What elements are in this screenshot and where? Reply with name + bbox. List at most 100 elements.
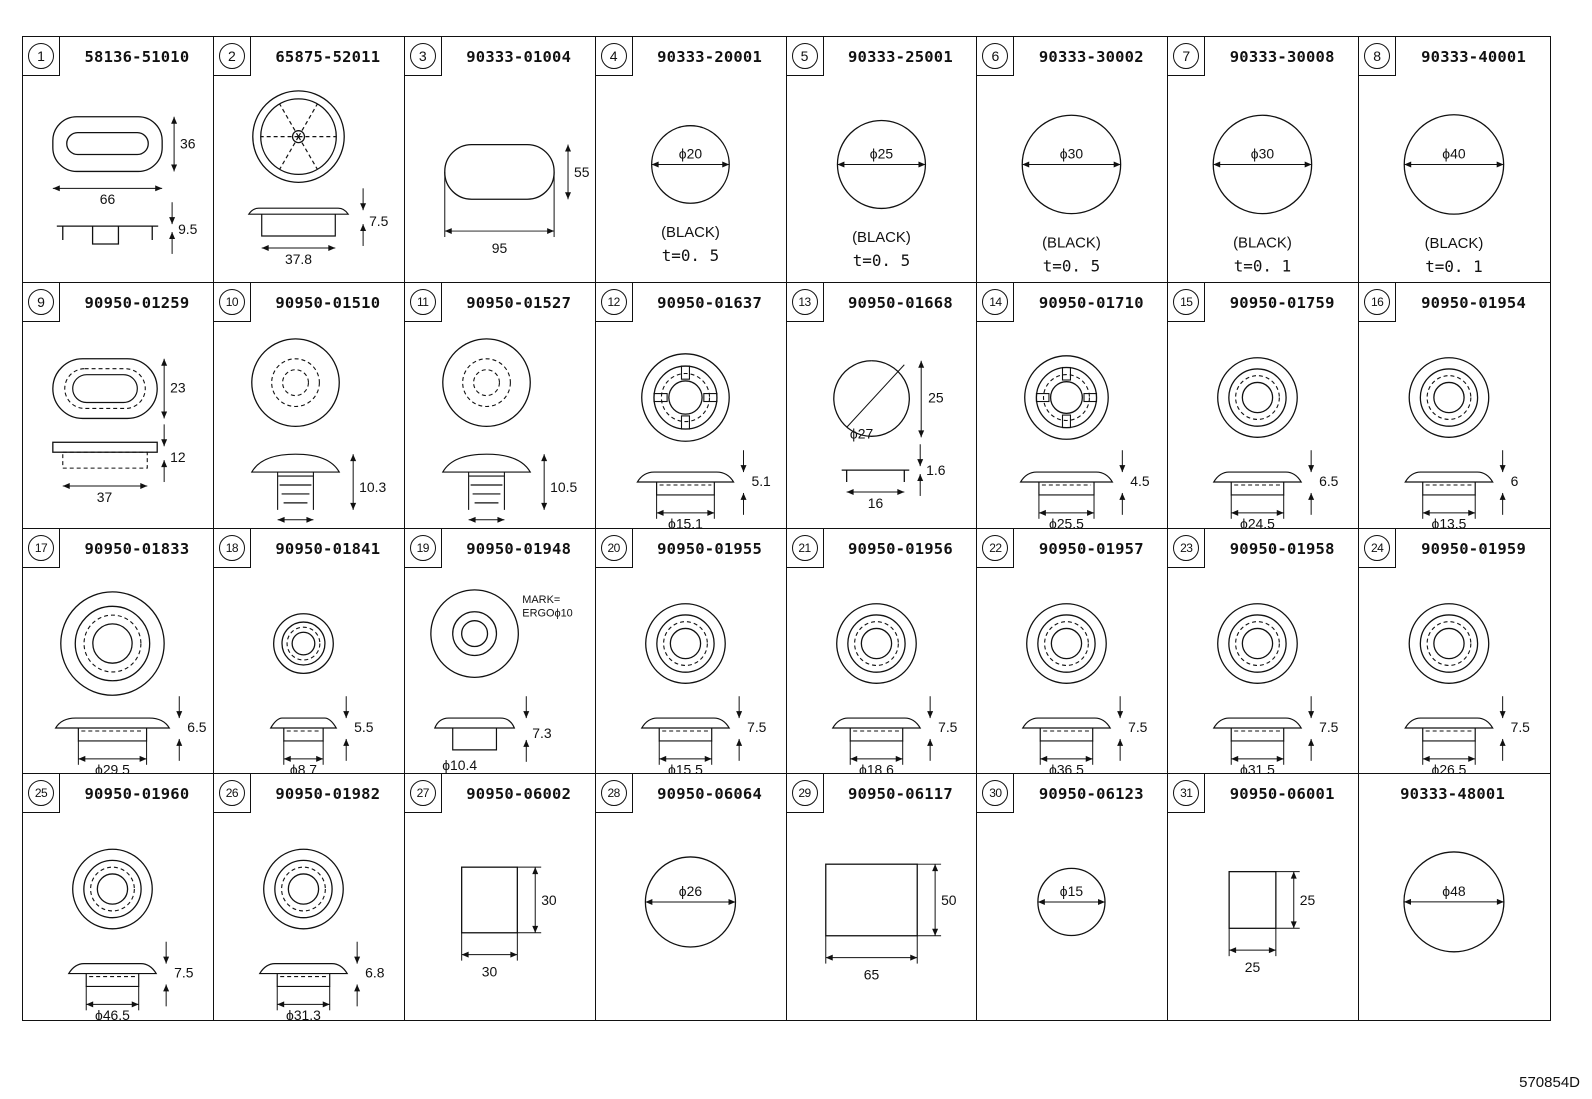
outer-ring xyxy=(252,90,345,184)
lock-tab xyxy=(653,392,668,402)
dashed-ring xyxy=(83,614,142,673)
hole xyxy=(460,619,488,647)
dashed-ring xyxy=(1426,620,1472,666)
cap-profile xyxy=(250,453,341,473)
diameter-label: ϕ25 xyxy=(869,146,893,162)
mid-ring xyxy=(274,860,333,919)
part-index-box: 15 xyxy=(1168,282,1206,322)
part-svg: ϕ8.75.5 xyxy=(269,612,374,773)
arrowhead xyxy=(176,710,183,718)
part-index: 9 xyxy=(28,288,54,315)
part-index: 5 xyxy=(791,43,818,69)
part-number: 90950-01954 xyxy=(1421,293,1526,312)
part-number: 90950-06001 xyxy=(1229,785,1335,804)
part-index-box: 24 xyxy=(1359,528,1397,568)
grommet-hole xyxy=(72,373,138,403)
part-index-box: 31 xyxy=(1168,774,1206,814)
part-index-box: 23 xyxy=(1168,528,1206,568)
lock-tab xyxy=(702,392,718,402)
part-index-box: 13 xyxy=(786,282,824,322)
part-index: 11 xyxy=(409,288,436,315)
part-number: 90950-01959 xyxy=(1421,539,1526,558)
arrowhead xyxy=(1119,492,1126,500)
part-index: 26 xyxy=(218,780,245,807)
diameter-label: ϕ36.5 xyxy=(1049,761,1084,774)
side-profile-body xyxy=(1230,727,1285,742)
width-label: 95 xyxy=(491,240,507,256)
part-index-box: 18 xyxy=(213,528,251,568)
inner-hole xyxy=(291,631,316,656)
part-index: 15 xyxy=(1173,288,1200,315)
part-number: 90950-06064 xyxy=(657,785,762,804)
width-label: 30 xyxy=(482,964,498,980)
arrowhead xyxy=(523,739,530,747)
part-number: 90333-48001 xyxy=(1400,785,1505,804)
dashed-ring xyxy=(662,620,708,666)
part-svg: ϕ24.56.5 xyxy=(1212,356,1339,528)
side-profile-flange xyxy=(831,716,921,729)
part-index: 3 xyxy=(409,43,436,69)
part-svg: ϕ910.5 xyxy=(441,338,577,528)
part-number: 90950-06002 xyxy=(466,785,572,804)
color-note: (BLACK) xyxy=(1042,235,1101,251)
dashed-ring xyxy=(1235,620,1281,666)
part-index-box: 21 xyxy=(786,528,824,568)
part-svg: ϕ26 xyxy=(644,856,736,948)
part-svg: ϕ25.54.5 xyxy=(1019,354,1150,528)
spoke xyxy=(297,136,318,170)
mark-note: MARK= xyxy=(522,593,560,605)
arrowhead xyxy=(1117,738,1124,746)
inner-hole xyxy=(92,622,133,664)
part-drawing: ϕ26 xyxy=(596,814,786,1020)
side-profile-body xyxy=(1038,481,1095,496)
height-label: 6.5 xyxy=(187,719,207,735)
part-index: 31 xyxy=(1173,780,1200,807)
part-index: 13 xyxy=(791,288,818,315)
part-index-box: 26 xyxy=(213,774,251,814)
part-index: 27 xyxy=(409,780,436,807)
part-svg: ϕ25(BLACK)t=0. 5 xyxy=(836,119,926,270)
arrowhead xyxy=(354,984,361,992)
spoke xyxy=(297,103,318,137)
lock-tab xyxy=(680,415,690,430)
outer-ring xyxy=(1408,356,1490,438)
side-profile-body xyxy=(655,481,715,496)
part-drawing: ϕ30(BLACK)t=0. 5 xyxy=(977,77,1167,282)
arrowhead xyxy=(1119,464,1126,472)
outer-ring xyxy=(640,352,730,442)
part-index-box: 9 xyxy=(23,282,60,322)
part-index: 23 xyxy=(1173,534,1200,561)
side-profile-flange xyxy=(1404,471,1494,483)
arrowheads xyxy=(656,509,714,516)
part-index-box: 27 xyxy=(404,774,442,814)
diameter-label: ϕ25.5 xyxy=(1049,515,1084,528)
dashed-ring xyxy=(286,626,321,660)
height-label: 7.5 xyxy=(938,719,958,735)
spoke xyxy=(278,103,299,137)
height-label: 6.5 xyxy=(1319,473,1339,489)
part-svg: ϕ30(BLACK)t=0. 1 xyxy=(1212,114,1313,275)
lock-tab xyxy=(1062,414,1072,428)
part-svg: ϕ13.56 xyxy=(1404,356,1519,528)
part-number: 58136-51010 xyxy=(84,48,190,66)
arrowhead xyxy=(343,738,350,746)
side-profile-body xyxy=(283,727,324,742)
arrowhead xyxy=(360,203,366,211)
part-number: 90950-01957 xyxy=(1038,539,1144,558)
color-note: (BLACK) xyxy=(852,230,911,246)
arrowhead xyxy=(1499,710,1506,718)
